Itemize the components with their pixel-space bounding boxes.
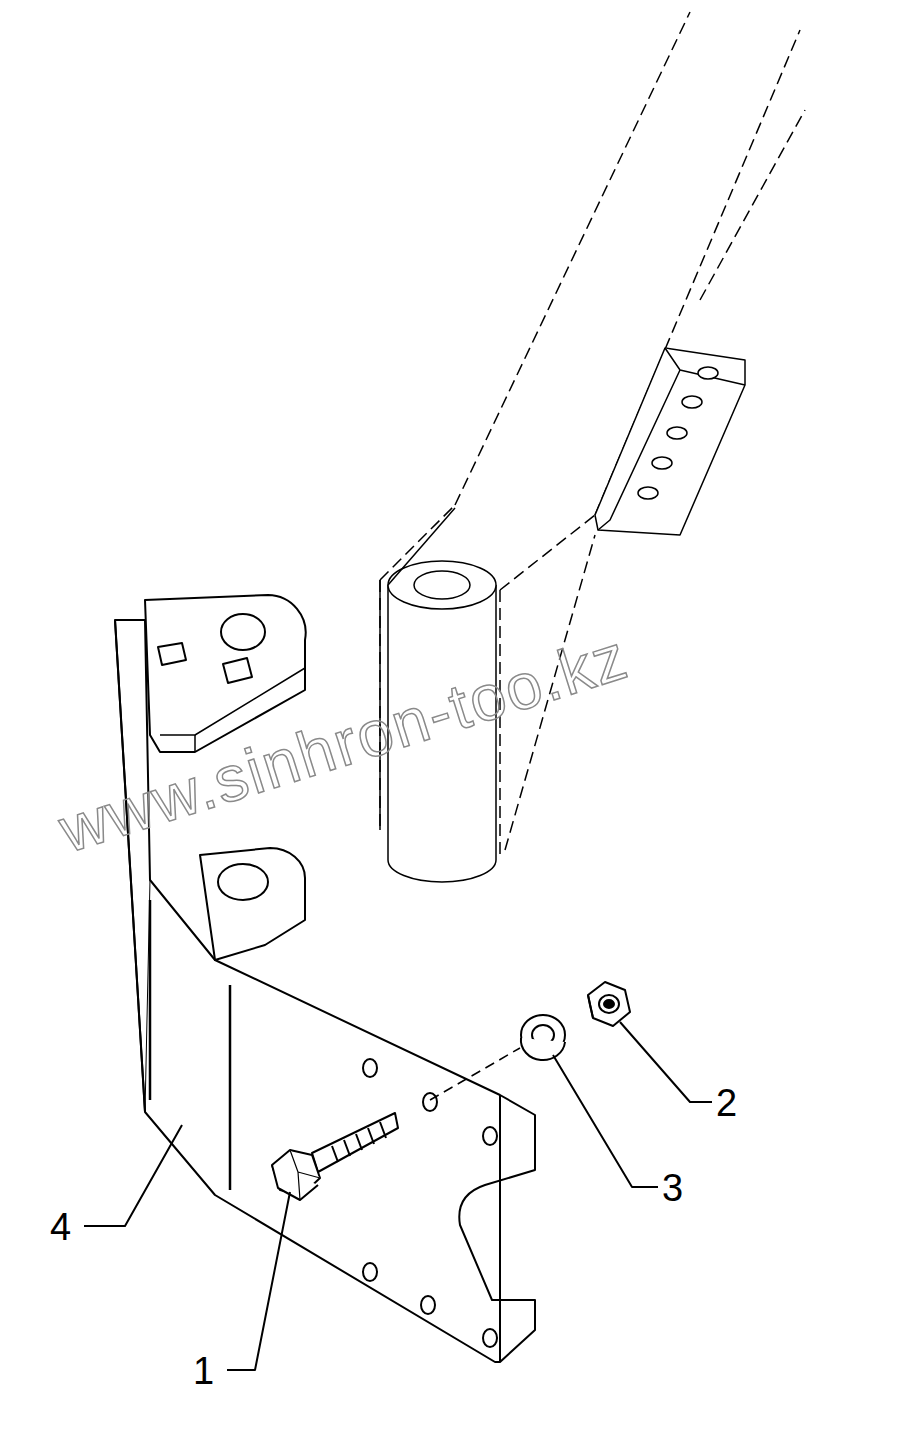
callout-number: 1	[193, 1352, 214, 1390]
callout-number: 4	[50, 1208, 71, 1246]
callout-number: 3	[662, 1169, 683, 1207]
callout-number: 2	[716, 1084, 737, 1122]
